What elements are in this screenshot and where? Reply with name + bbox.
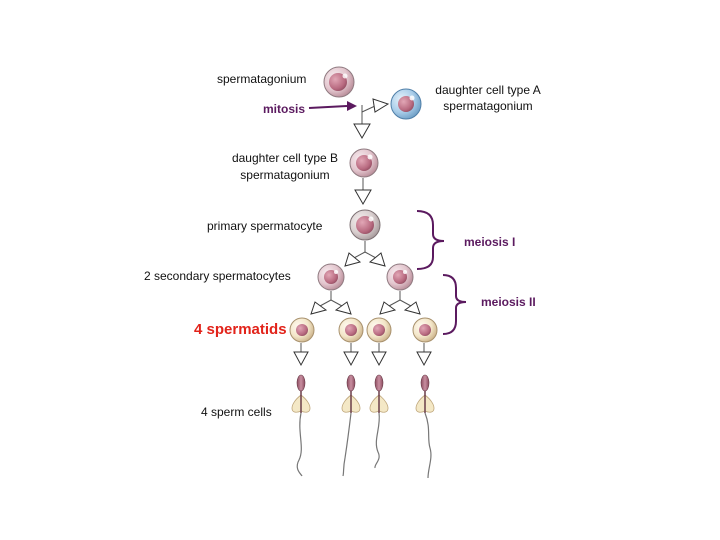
sperm-cell-3 xyxy=(369,374,389,469)
arrow-icon xyxy=(353,123,371,140)
sperm-cell-1 xyxy=(291,374,311,477)
arrow-icon xyxy=(293,351,309,367)
arrow-icon xyxy=(416,351,432,367)
primary-spermatocyte-label: primary spermatocyte xyxy=(207,219,323,233)
meiosis-i-bracket xyxy=(416,210,445,270)
primary-spermatocyte-cell xyxy=(349,209,381,241)
daughter-a-label-line2: spermatagonium xyxy=(443,99,532,113)
arrow-icon xyxy=(371,351,387,367)
spermatid-1 xyxy=(289,317,315,343)
daughter-b-label-line2: spermatagonium xyxy=(240,168,329,182)
sperm-cells-label: 4 sperm cells xyxy=(201,405,272,419)
secondary-spermatocytes-label: 2 secondary spermatocytes xyxy=(144,269,291,283)
secondary-spermatocyte-left xyxy=(317,263,345,291)
spermatids-label: 4 spermatids xyxy=(194,321,287,338)
meiosis-ii-bracket xyxy=(442,274,467,335)
spermatagonium-cell xyxy=(323,66,355,98)
sperm-cell-2 xyxy=(341,374,361,477)
spermatagonium-label: spermatagonium xyxy=(217,72,306,86)
arrow-icon xyxy=(372,98,390,113)
arrow-icon xyxy=(368,252,386,267)
arrows xyxy=(293,98,432,367)
arrow-icon xyxy=(354,189,372,206)
daughter-b-label-line1: daughter cell type B xyxy=(232,151,338,165)
mitosis-pointer-arrow xyxy=(308,101,357,111)
arrow-icon xyxy=(403,301,421,315)
sperm-cell-4 xyxy=(415,374,435,479)
arrow-icon xyxy=(379,301,397,315)
meiosis-ii-label: meiosis II xyxy=(481,295,536,309)
daughter-a-label-line1: daughter cell type A xyxy=(435,83,540,97)
mitosis-label: mitosis xyxy=(263,102,305,116)
daughter-cell-type-b xyxy=(349,148,379,178)
spermatid-3 xyxy=(366,317,392,343)
spermatid-4 xyxy=(412,317,438,343)
arrow-icon xyxy=(344,252,362,267)
secondary-spermatocyte-right xyxy=(386,263,414,291)
spermatid-2 xyxy=(338,317,364,343)
daughter-cell-type-a xyxy=(390,88,422,120)
arrow-icon xyxy=(334,301,352,315)
arrow-icon xyxy=(310,301,328,315)
arrow-icon xyxy=(343,351,359,367)
meiosis-i-label: meiosis I xyxy=(464,235,515,249)
